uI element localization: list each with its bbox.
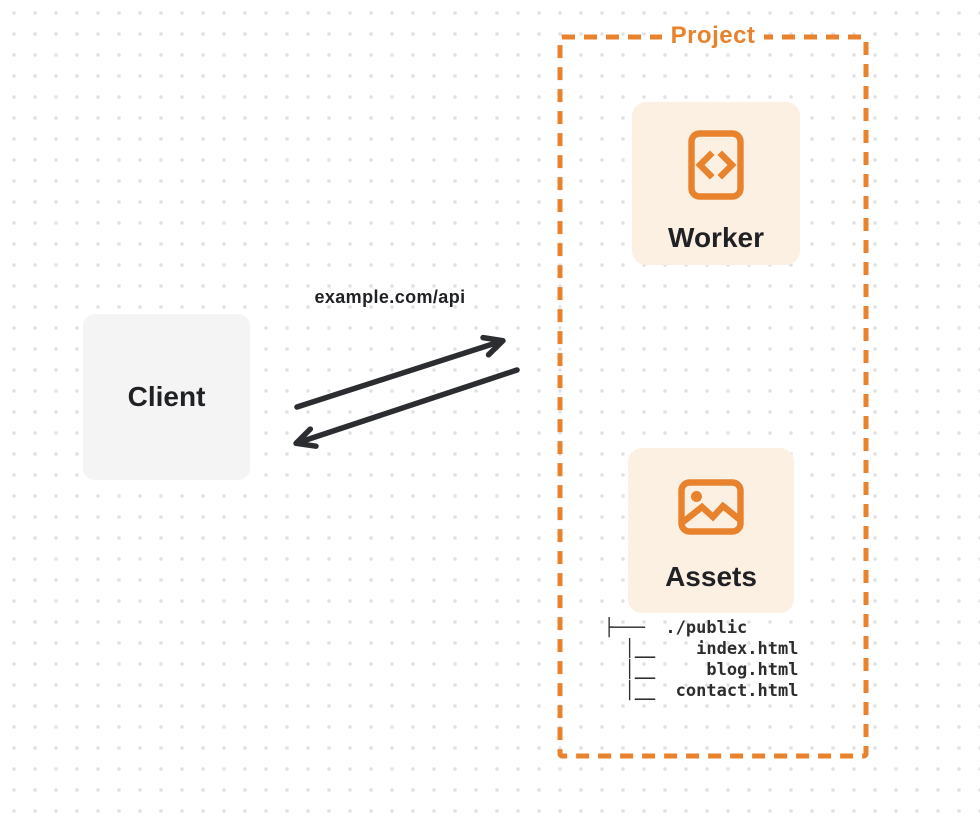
assets-node: Assets — [628, 448, 794, 613]
code-file-icon — [688, 130, 744, 205]
request-arrow — [294, 334, 506, 410]
client-label: Client — [127, 381, 206, 412]
worker-label: Worker — [668, 222, 764, 253]
client-node: Client — [83, 314, 250, 480]
project-boundary — [557, 34, 869, 759]
request-url-label: example.com/api — [314, 287, 466, 307]
worker-node: Worker — [632, 102, 800, 265]
assets-label: Assets — [665, 561, 757, 592]
project-label: Project — [661, 20, 765, 51]
image-icon — [678, 479, 744, 540]
project-label-wrap: Project — [560, 20, 866, 51]
file-tree: ├─── ./public │__ index.html │__ blog.ht… — [604, 618, 799, 701]
response-arrow — [293, 367, 520, 449]
